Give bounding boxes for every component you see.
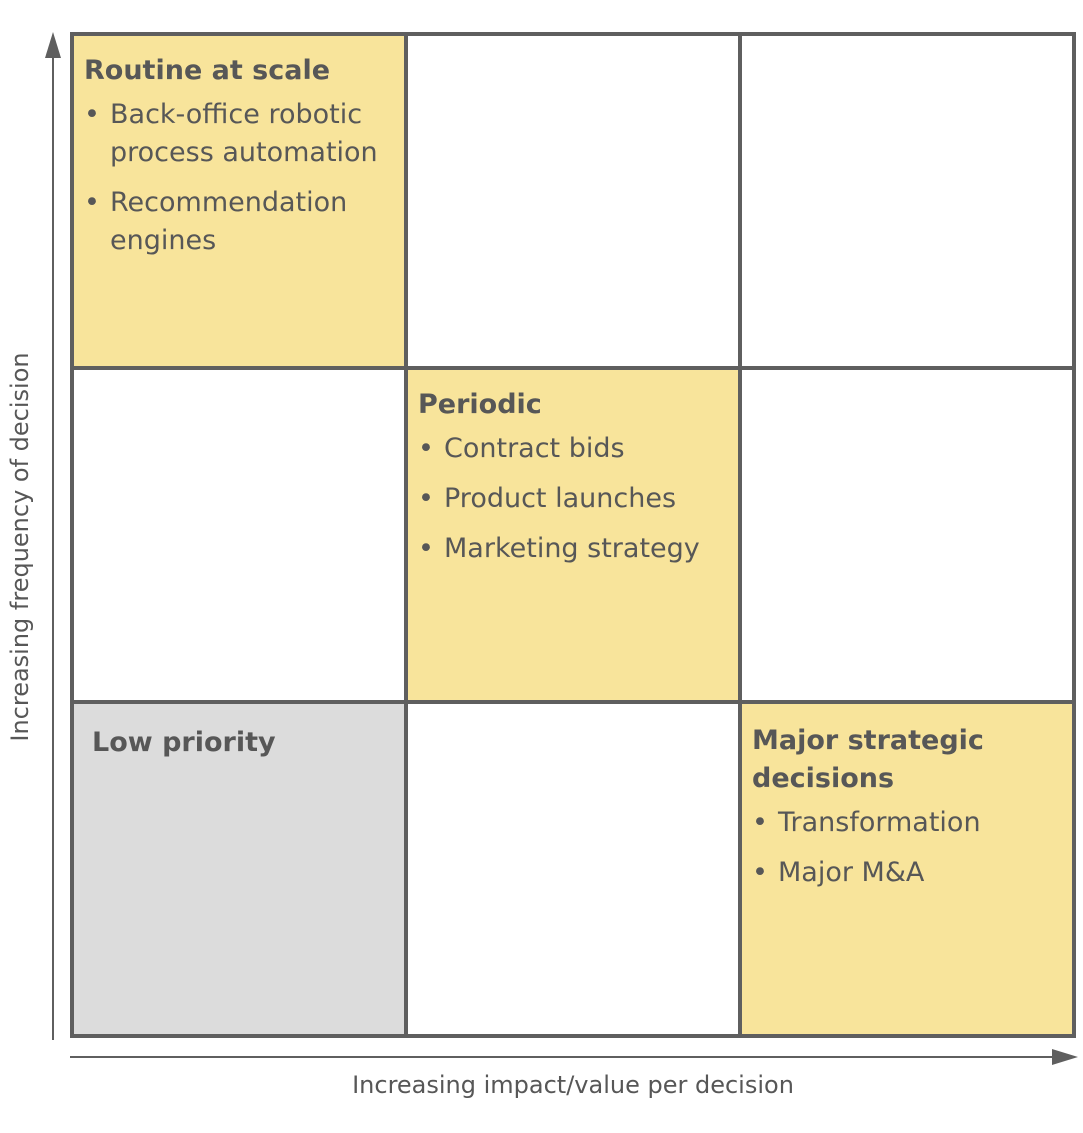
list-item: • Recommendation engines <box>84 184 394 260</box>
cell-empty <box>408 36 738 366</box>
list-item-text: Recommendation engines <box>110 187 348 256</box>
list-item-text: Back-office robotic process automation <box>110 99 378 168</box>
list-item: • Product launches <box>418 480 728 518</box>
cell-low-priority: Low priority <box>74 704 404 1034</box>
list-item-text: Marketing strategy <box>444 533 700 564</box>
list-item-text: Major M&A <box>778 857 925 888</box>
list-item-text: Transformation <box>778 807 981 838</box>
bullet-icon: • <box>752 807 768 838</box>
y-axis-arrow-icon <box>45 32 61 58</box>
list-item: • Transformation <box>752 804 1062 842</box>
cell-periodic: Periodic • Contract bids • Product launche… <box>408 370 738 700</box>
cell-title: Routine at scale <box>84 55 331 86</box>
cell-title: Major strategic decisions <box>752 725 984 794</box>
list-item: • Major M&A <box>752 854 1062 892</box>
list-item-text: Contract bids <box>444 433 625 464</box>
cell-empty <box>74 370 404 700</box>
bullet-icon: • <box>418 483 434 514</box>
cell-empty <box>408 704 738 1034</box>
cell-empty <box>742 370 1072 700</box>
cell-empty <box>742 36 1072 366</box>
list-item: • Marketing strategy <box>418 530 728 568</box>
cell-major-strategic-decisions: Major strategic decisions • Transformatio… <box>742 704 1072 1034</box>
bullet-icon: • <box>418 433 434 464</box>
bullet-icon: • <box>84 99 100 130</box>
bullet-icon: • <box>418 533 434 564</box>
decision-matrix: Routine at scale • Back-office robotic pr… <box>70 32 1076 1038</box>
list-item: • Back-office robotic process automation <box>84 96 394 172</box>
bullet-icon: • <box>752 857 768 888</box>
bullet-icon: • <box>84 187 100 218</box>
cell-title: Low priority <box>92 727 276 758</box>
list-item: • Contract bids <box>418 430 728 468</box>
y-axis-label: Increasing frequency of decision <box>6 352 34 742</box>
cell-list: • Contract bids • Product launches • Market… <box>418 430 728 568</box>
cell-routine-at-scale: Routine at scale • Back-office robotic pr… <box>74 36 404 366</box>
list-item-text: Product launches <box>444 483 677 514</box>
cell-list: • Transformation • Major M&A <box>752 804 1062 892</box>
cell-title: Periodic <box>418 389 542 420</box>
x-axis-label: Increasing impact/value per decision <box>352 1071 794 1099</box>
x-axis-arrow-icon <box>1052 1049 1078 1065</box>
cell-list: •Back-office robotic process automation … <box>84 96 394 260</box>
